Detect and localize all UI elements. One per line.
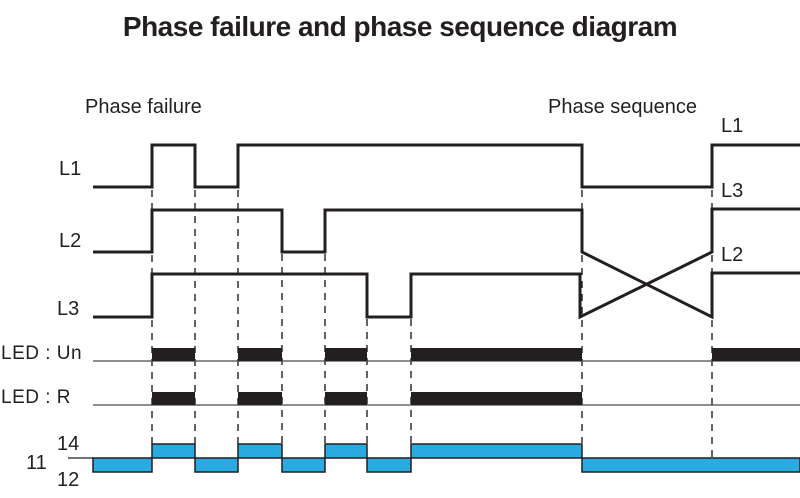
led-r-on-bar [325,392,367,405]
led-un-on-bar [325,348,367,361]
relay-pin-12-label: 12 [57,469,80,491]
led-r-on-bar [152,392,195,405]
led-un-on-bar [152,348,195,361]
sequence-result-label-l3: L3 [721,180,744,202]
relay-contact-12-segment [92,457,153,473]
relay-contact-12-segment [194,457,239,473]
waveform-l2 [93,208,800,320]
relay-contact-12-segment [581,457,800,473]
signal-label-l2: L2 [59,230,82,252]
page-title: Phase failure and phase sequence diagram [122,11,678,42]
led-r-on-bar [238,392,282,405]
relay-pin-11-label: 11 [26,452,47,474]
relay-contact-14-segment [151,443,196,459]
relay-contact-14-segment [237,443,283,459]
waveform-l1 [93,143,800,189]
waveform-l3 [93,207,800,320]
signal-label-l1: L1 [59,158,82,180]
section-label-phase-failure: Phase failure [85,96,202,118]
relay-contact-14-segment [324,443,368,459]
signal-label-l3: L3 [57,298,80,320]
relay-contact-12-segment [281,457,326,473]
relay-pin-14-label: 14 [57,433,80,455]
relay-contact-12-segment [366,457,412,473]
led-r-on-bar [411,392,582,405]
led-un-on-bar [712,348,800,361]
led-un-label: LED : Un [1,343,83,364]
sequence-result-label-l1: L1 [721,115,744,137]
section-label-phase-sequence: Phase sequence [548,96,698,118]
relay-contact-14-segment [410,443,583,459]
sequence-result-label-l2: L2 [721,244,744,266]
led-un-on-bar [411,348,582,361]
led-r-label: LED : R [1,387,72,408]
led-un-on-bar [238,348,282,361]
